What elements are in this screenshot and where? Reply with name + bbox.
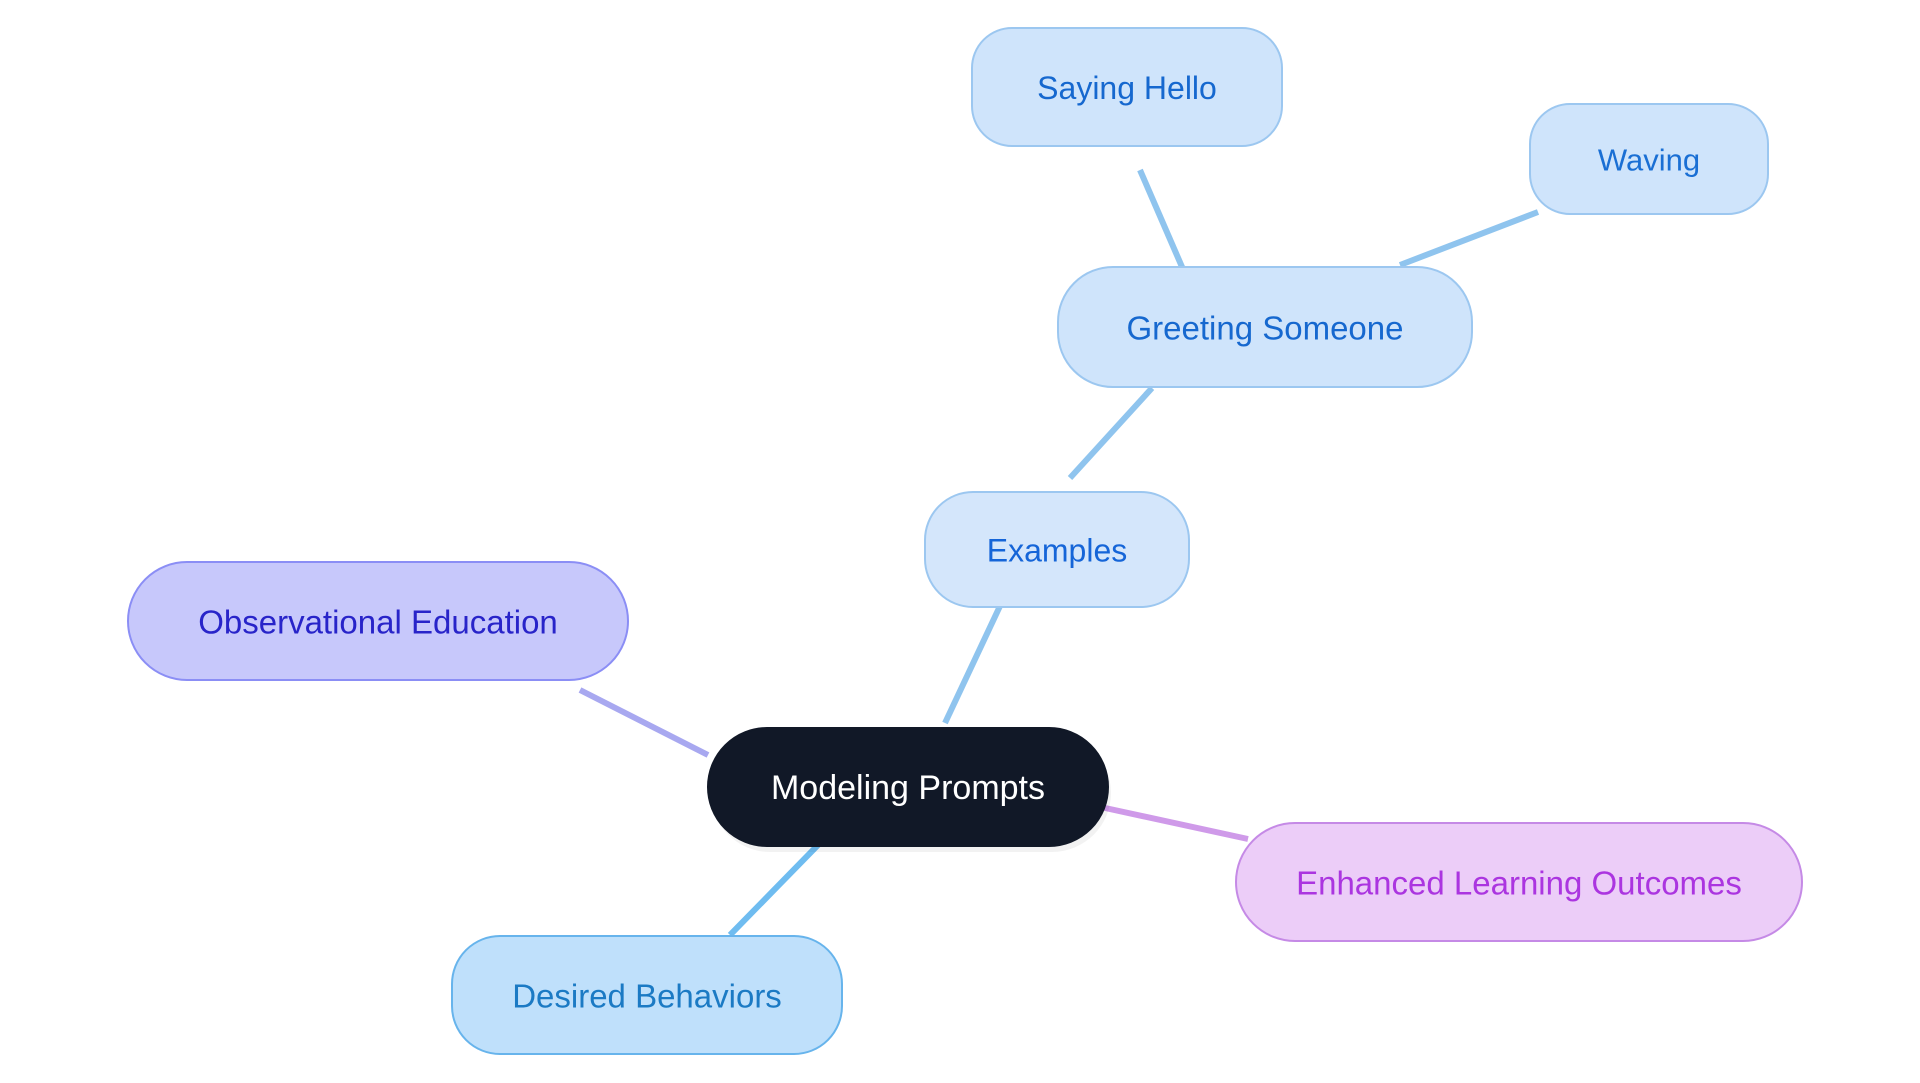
node-enhanced-learning-outcomes[interactable]: Enhanced Learning Outcomes [1235, 822, 1803, 942]
node-label-modeling-prompts: Modeling Prompts [771, 769, 1045, 807]
edge-examples-greeting-someone [1067, 385, 1155, 481]
node-saying-hello[interactable]: Saying Hello [971, 27, 1283, 147]
node-label-observational-education: Observational Education [198, 604, 558, 641]
edge-root-observational-education [578, 687, 710, 758]
edge-greeting-waving [1398, 209, 1540, 268]
node-observational-education[interactable]: Observational Education [127, 561, 629, 681]
node-examples[interactable]: Examples [924, 491, 1190, 608]
edge-root-desired-behaviors [727, 842, 821, 938]
node-label-waving: Waving [1598, 143, 1700, 178]
node-shape-modeling-prompts[interactable] [707, 727, 1109, 847]
edge-root-enhanced-learning-outcomes [1095, 803, 1249, 842]
node-shape-saying-hello[interactable] [971, 27, 1283, 147]
node-shape-greeting-someone[interactable] [1057, 266, 1473, 388]
node-label-desired-behaviors: Desired Behaviors [512, 978, 782, 1015]
node-modeling-prompts[interactable]: Modeling Prompts [707, 727, 1111, 852]
node-shape-waving[interactable] [1529, 103, 1769, 215]
node-label-enhanced-learning-outcomes: Enhanced Learning Outcomes [1296, 865, 1742, 902]
node-greeting-someone[interactable]: Greeting Someone [1057, 266, 1473, 388]
node-desired-behaviors[interactable]: Desired Behaviors [451, 935, 843, 1055]
node-shape-enhanced-learning-outcomes[interactable] [1235, 822, 1803, 942]
edge-root-examples [942, 604, 1003, 725]
node-label-greeting-someone: Greeting Someone [1126, 310, 1403, 347]
node-shape-examples[interactable] [924, 491, 1190, 608]
node-label-examples: Examples [987, 533, 1128, 569]
node-label-saying-hello: Saying Hello [1037, 70, 1217, 106]
node-shape-observational-education[interactable] [127, 561, 629, 681]
node-waving[interactable]: Waving [1529, 103, 1769, 215]
node-shape-desired-behaviors[interactable] [451, 935, 843, 1055]
